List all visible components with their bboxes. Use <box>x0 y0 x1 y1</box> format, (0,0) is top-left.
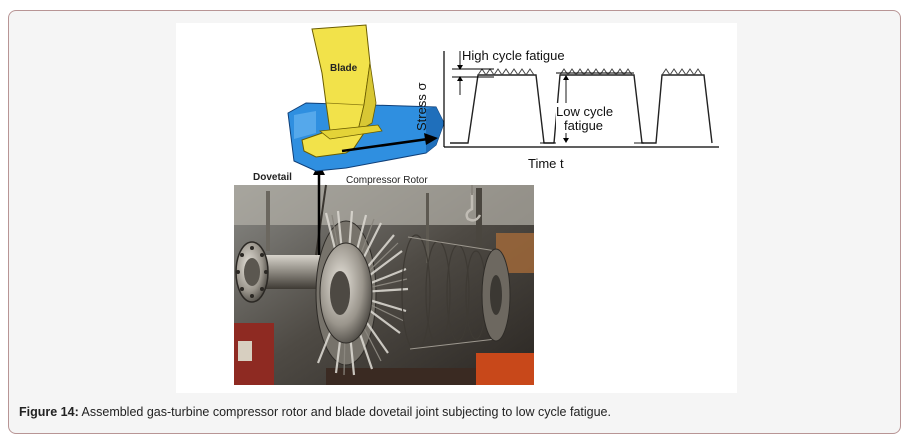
x-axis-label: Time t <box>528 156 564 171</box>
blade-label: Blade <box>330 63 358 74</box>
y-axis-label: Stress σ <box>414 83 429 131</box>
low-cycle-label-line2: fatigue <box>564 118 603 133</box>
figure-caption-text: Assembled gas-turbine compressor rotor a… <box>78 405 611 419</box>
high-cycle-label: High cycle fatigue <box>462 48 565 63</box>
figure-caption: Figure 14: Assembled gas-turbine compres… <box>19 405 611 419</box>
rotor-photo <box>234 184 534 385</box>
dovetail-to-chart-arrow <box>341 133 438 153</box>
figure-image: Blade Dovetail Compressor Rotor <box>176 23 737 393</box>
low-cycle-label-line1: Low cycle <box>556 104 613 119</box>
dovetail-schematic <box>287 24 445 172</box>
fatigue-chart: High cycle fatigue Low cycle fatigue Str… <box>414 48 719 171</box>
dovetail-label: Dovetail <box>253 172 292 183</box>
figure-drawing: Blade Dovetail Compressor Rotor <box>234 24 719 385</box>
figure-caption-label: Figure 14: <box>19 405 79 419</box>
compressor-rotor-label: Compressor Rotor <box>346 175 428 186</box>
